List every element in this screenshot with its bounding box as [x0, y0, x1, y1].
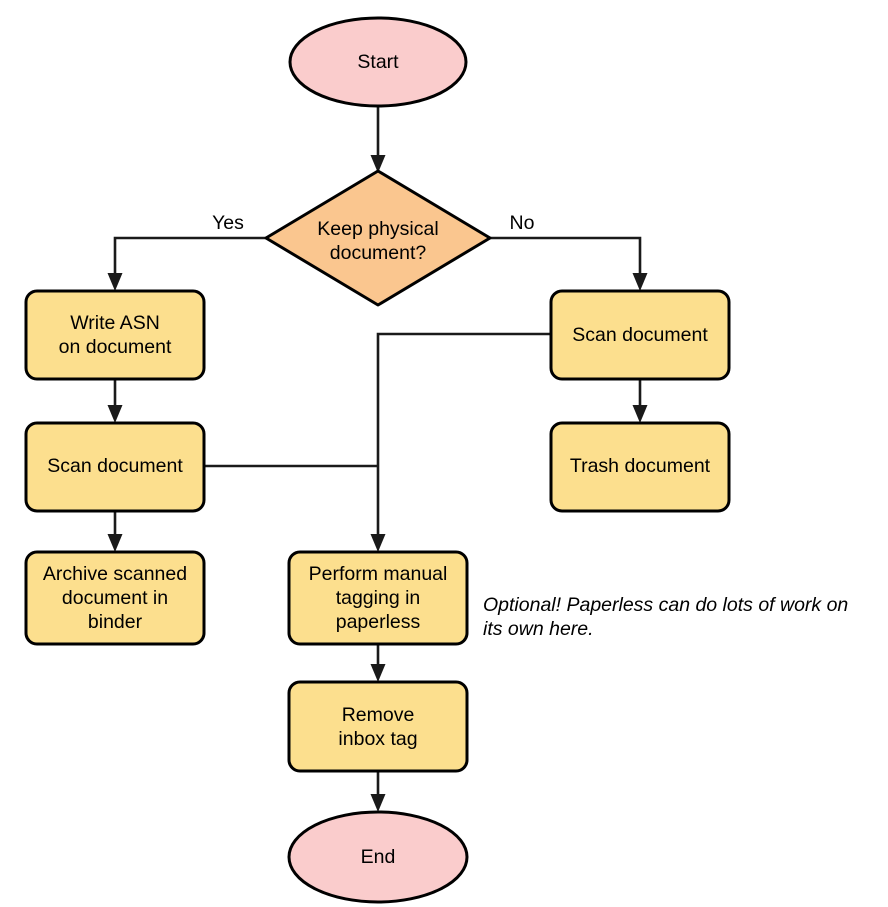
trash-document-box — [549, 421, 731, 513]
node-start[interactable]: Start — [288, 16, 468, 108]
node-archive-label-line1: Archive scanned — [43, 563, 187, 585]
edge-scan-left-to-archive — [107, 511, 123, 552]
remove-inbox-tag-box — [287, 680, 469, 773]
node-perform-manual-tagging[interactable]: Perform manual tagging in paperless — [287, 550, 469, 646]
edge-label-yes: Yes — [212, 212, 244, 234]
node-archive-label-line3: binder — [88, 611, 143, 633]
node-trash-document[interactable]: Trash document — [549, 421, 731, 513]
manual-tagging-box — [287, 550, 469, 646]
node-decision-keep-physical-document[interactable]: Keep physical document? — [264, 169, 492, 307]
node-decision-label-line2: document? — [330, 242, 427, 264]
start-ellipse — [288, 16, 468, 108]
scan-document-left-box — [24, 421, 206, 513]
edge-scan-right-to-trash — [632, 379, 648, 423]
edge-decision-to-scan-right — [490, 236, 648, 291]
node-end[interactable]: End — [287, 810, 469, 904]
node-trash-document-label: Trash document — [570, 455, 711, 477]
edge-label-no: No — [510, 212, 535, 234]
node-scan-document-left-label: Scan document — [47, 455, 183, 477]
node-scan-document-right[interactable]: Scan document — [549, 289, 731, 381]
edge-scan-right-to-tagging — [370, 332, 551, 552]
edge-decision-to-write-asn — [107, 236, 266, 291]
node-write-asn-label-line2: on document — [59, 336, 172, 358]
node-tagging-label-line3: paperless — [336, 611, 421, 633]
edge-start-to-decision — [370, 106, 386, 173]
scan-document-right-box — [549, 289, 731, 381]
edge-write-asn-to-scan-left — [107, 379, 123, 423]
node-tagging-label-line2: tagging in — [336, 587, 421, 609]
optional-note-line2: its own here. — [483, 618, 594, 640]
node-scan-document-right-label: Scan document — [572, 324, 708, 346]
archive-document-box — [24, 550, 206, 646]
optional-note: Optional! Paperless can do lots of work … — [483, 594, 848, 640]
write-asn-box — [24, 289, 206, 381]
node-remove-tag-label-line1: Remove — [342, 704, 415, 726]
node-write-asn-label-line1: Write ASN — [70, 312, 160, 334]
node-start-label: Start — [357, 51, 399, 73]
node-decision-label-line1: Keep physical — [317, 218, 438, 240]
node-end-label: End — [361, 846, 396, 868]
node-write-asn-on-document[interactable]: Write ASN on document — [24, 289, 206, 381]
node-tagging-label-line1: Perform manual — [309, 563, 448, 585]
node-remove-inbox-tag[interactable]: Remove inbox tag — [287, 680, 469, 773]
decision-diamond — [264, 169, 492, 307]
node-archive-label-line2: document in — [62, 587, 168, 609]
edge-tagging-to-remove-tag — [370, 644, 386, 682]
optional-note-line1: Optional! Paperless can do lots of work … — [483, 594, 848, 616]
node-archive-scanned-document[interactable]: Archive scanned document in binder — [24, 550, 206, 646]
node-remove-tag-label-line2: inbox tag — [338, 728, 417, 750]
end-ellipse — [287, 810, 469, 904]
edge-remove-tag-to-end — [370, 771, 386, 812]
node-scan-document-left[interactable]: Scan document — [24, 421, 206, 513]
